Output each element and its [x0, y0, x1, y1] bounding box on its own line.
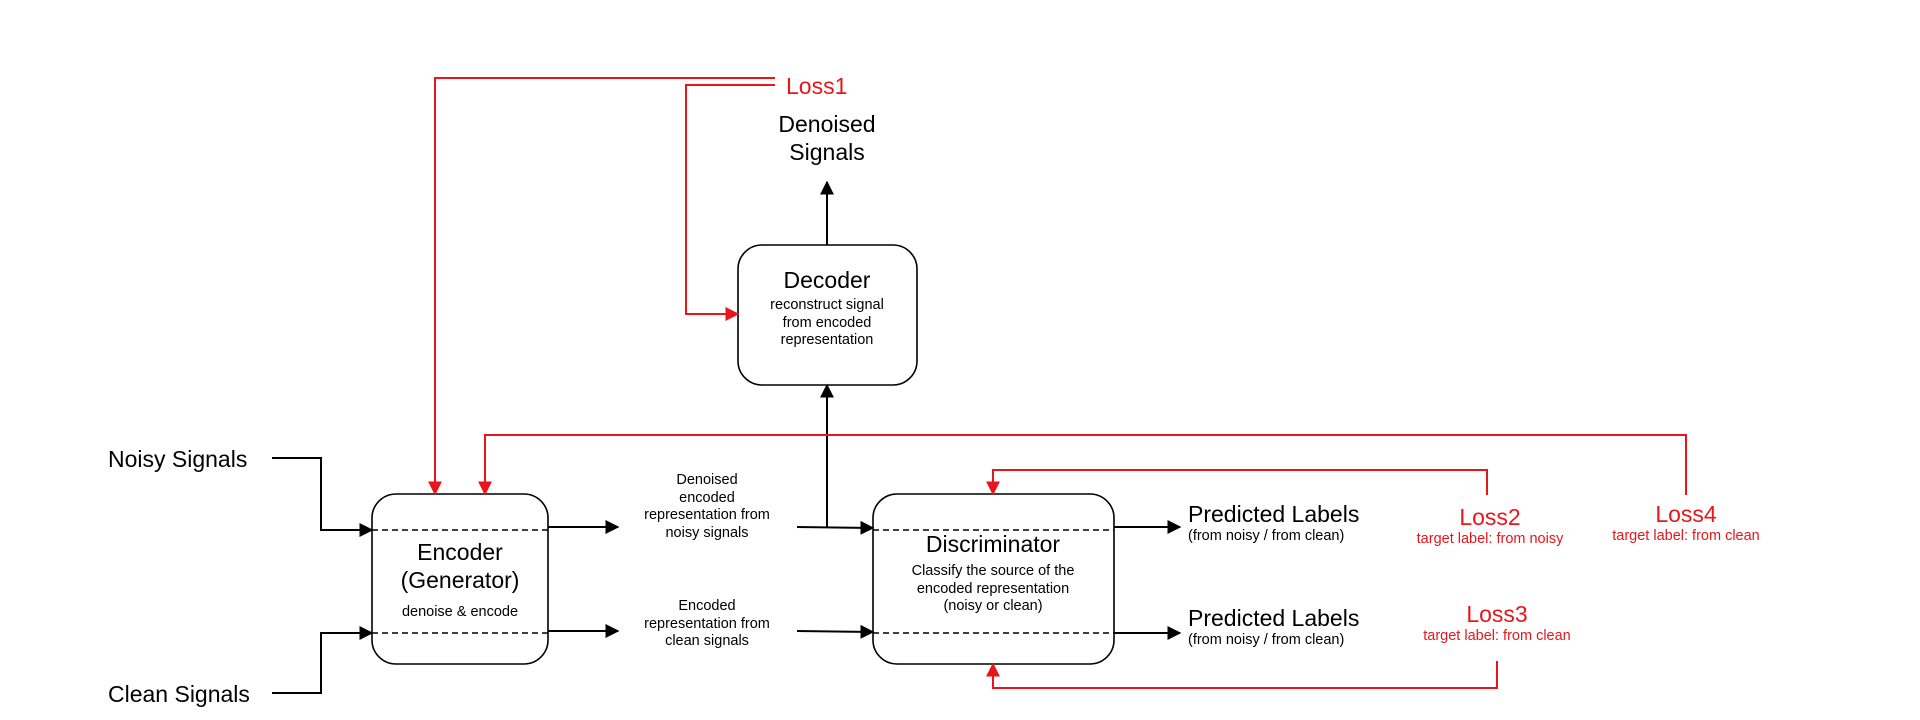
clean-representation-label: Encoded representation from clean signal… [644, 598, 770, 651]
clean-representation-line-3: clean signals [665, 633, 749, 650]
noisy-signals-label: Noisy Signals [108, 446, 248, 472]
loss4-label: Loss4 [1655, 501, 1717, 527]
clean-representation-line-2: representation from [644, 615, 770, 632]
noisy-rep-to-discriminator-arrow [796, 520, 875, 535]
clean-representation-line-1: Encoded [678, 598, 736, 614]
encoder-title-line-2: (Generator) [400, 567, 520, 594]
loss4-target: target label: from clean [1612, 528, 1760, 545]
encoder-subtitle: denoise & encode [401, 604, 519, 620]
noisy-input-arrow [272, 457, 374, 537]
discriminator-subtitle-line-1: Classify the source of the [911, 563, 1075, 579]
decoder-subtitle-line-2: from encoded [782, 314, 872, 331]
predicted-labels-bottom: Predicted Labels (from noisy / from clea… [1188, 604, 1359, 650]
discriminator-subtitle-line-2: encoded representation [916, 580, 1070, 597]
encoder-box [371, 493, 549, 665]
loss2-to-discriminator-arrow [986, 469, 1488, 496]
loss3-target: target label: from clean [1423, 628, 1571, 645]
denoised-signals-line-2: Signals [789, 139, 865, 166]
predicted-labels-bottom-title: Predicted Labels [1188, 605, 1360, 631]
noisy-representation-line-4: noisy signals [665, 525, 749, 542]
loss2-group: Loss2 target label: from noisy [1417, 503, 1564, 549]
loss1-to-encoder-arrow [428, 77, 775, 496]
decoder-title: Decoder [783, 267, 871, 293]
predicted-labels-bottom-sub: (from noisy / from clean) [1188, 632, 1345, 649]
encoder-title-line-1: Encoder [417, 539, 503, 565]
noisy-representation-line-1: Denoised [676, 472, 738, 488]
loss3-label: Loss3 [1466, 601, 1528, 627]
loss4-group: Loss4 target label: from clean [1612, 500, 1760, 546]
decoder-subtitle: reconstruct signal from encoded represen… [770, 297, 884, 350]
discriminator-subtitle: Classify the source of the encoded repre… [912, 563, 1075, 616]
predicted-labels-top: Predicted Labels (from noisy / from clea… [1188, 500, 1359, 546]
loss1-label: Loss1 [786, 73, 848, 99]
loss3-to-discriminator-arrow [986, 661, 1498, 689]
clean-input-arrow [272, 626, 374, 694]
noisy-representation-line-3: representation from [644, 507, 770, 524]
loss2-target: target label: from noisy [1416, 531, 1564, 548]
loss3-group: Loss3 target label: from clean [1423, 600, 1571, 646]
clean-rep-to-discriminator-arrow [796, 624, 875, 639]
discriminator-subtitle-line-3: (noisy or clean) [943, 598, 1043, 615]
noisy-representation-line-2: encoded [679, 489, 735, 506]
loss1-to-decoder-arrow [685, 84, 775, 321]
noisy-representation-label: Denoised encoded representation from noi… [644, 472, 770, 543]
loss4-to-encoder-arrow [478, 434, 1687, 496]
decoder-subtitle-line-1: reconstruct signal [770, 297, 884, 313]
decoder-subtitle-line-3: representation [780, 332, 874, 349]
denoised-signals-label: Denoised Signals [778, 110, 875, 166]
predicted-labels-top-sub: (from noisy / from clean) [1188, 528, 1345, 545]
encoder-title: Encoder (Generator) [401, 538, 520, 594]
loss2-label: Loss2 [1459, 504, 1521, 530]
clean-signals-label: Clean Signals [108, 681, 250, 707]
discriminator-title: Discriminator [925, 531, 1061, 557]
denoised-signals-line-1: Denoised [778, 111, 876, 137]
predicted-labels-top-title: Predicted Labels [1188, 501, 1360, 527]
